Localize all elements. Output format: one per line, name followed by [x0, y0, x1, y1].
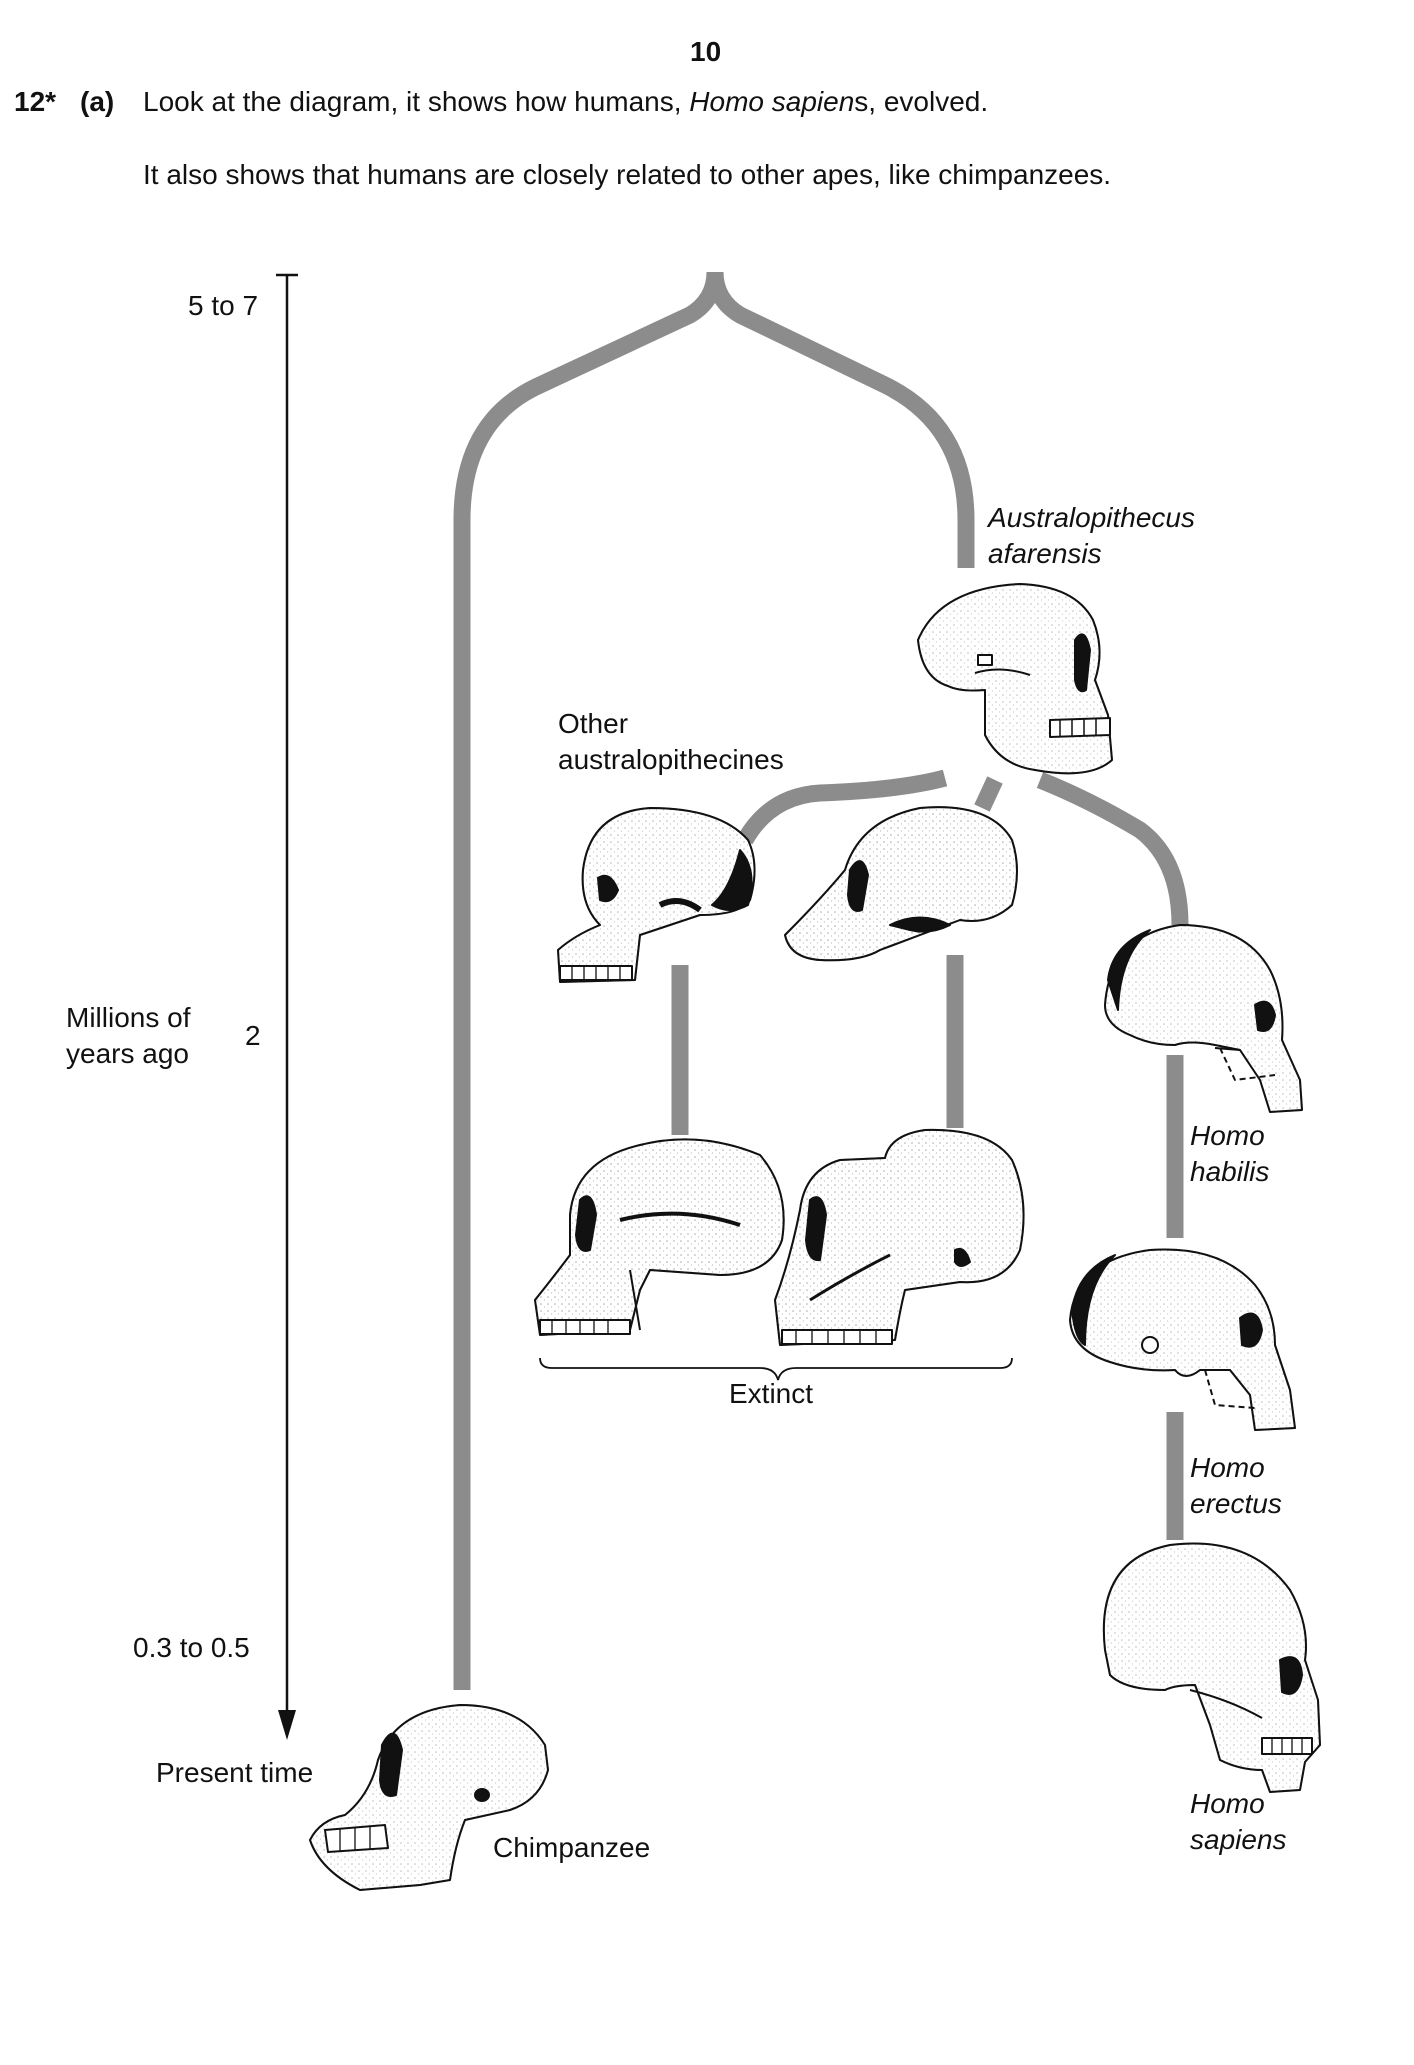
- homo-habilis-skull-icon: [1104, 924, 1303, 1113]
- timeline-axis-label: Millions of years ago: [66, 1000, 190, 1072]
- label-sapiens-line-2: sapiens: [1190, 1824, 1287, 1855]
- label-habilis-line-2: habilis: [1190, 1156, 1270, 1187]
- label-homo-erectus: Homo erectus: [1190, 1450, 1282, 1522]
- label-other-australopithecines: Other australopithecines: [558, 706, 784, 778]
- timeline-mid-label: 2: [245, 1020, 261, 1051]
- label-other-line-2: australopithecines: [558, 744, 784, 775]
- label-habilis-line-1: Homo: [1190, 1120, 1265, 1151]
- label-other-line-1: Other: [558, 708, 629, 739]
- label-australopithecus-line-2: afarensis: [988, 538, 1102, 569]
- question-line-1-end: s, evolved.: [854, 86, 989, 117]
- label-homo-habilis: Homo habilis: [1190, 1118, 1269, 1190]
- label-australopithecus-afarensis: Australopithecus afarensis: [988, 500, 1195, 572]
- question-line-1-species: Homo sapien: [689, 86, 855, 117]
- branch-to-other-1: [737, 769, 948, 845]
- timeline-axis-label-line-2: years ago: [66, 1038, 189, 1069]
- label-extinct: Extinct: [729, 1378, 814, 1409]
- timeline-axis-label-line-1: Millions of: [66, 1002, 191, 1033]
- extinct-bracket: [539, 1357, 1013, 1381]
- label-sapiens-line-1: Homo: [1190, 1788, 1265, 1819]
- question-number: 12*: [14, 86, 57, 117]
- question-line-1-start: Look at the diagram, it shows how humans…: [143, 86, 690, 117]
- page-number: 10: [690, 36, 722, 67]
- axis-arrow-icon: [278, 1710, 296, 1740]
- branch-to-habilis: [1036, 772, 1189, 926]
- timeline-end-label: Present time: [156, 1757, 314, 1788]
- label-erectus-line-2: erectus: [1190, 1488, 1282, 1519]
- question-line-1: Look at the diagram, it shows how humans…: [143, 84, 988, 120]
- robust-australopithecine-skull-icon: [534, 1138, 785, 1336]
- chimpanzee-skull-icon: [309, 1704, 549, 1891]
- timeline-bottom-label: 0.3 to 0.5: [133, 1632, 250, 1663]
- label-erectus-line-1: Homo: [1190, 1452, 1265, 1483]
- label-chimpanzee: Chimpanzee: [493, 1832, 651, 1863]
- question-line-2: It also shows that humans are closely re…: [143, 159, 1112, 190]
- boisei-skull-icon: [774, 1128, 1025, 1346]
- australopithecine-skull-2-icon: [784, 806, 1018, 962]
- question-part: (a): [80, 86, 115, 117]
- label-australopithecus-line-1: Australopithecus: [988, 502, 1196, 533]
- branches: [453, 271, 1189, 1690]
- time-axis: [276, 273, 298, 1740]
- chimp-branch: [453, 271, 724, 1690]
- afarensis-skull-icon: [917, 583, 1113, 775]
- branch-to-other-2: [974, 776, 1003, 812]
- human-branch: [706, 271, 975, 568]
- australopithecine-skull-1-icon: [557, 807, 756, 983]
- homo-sapiens-skull-icon: [1102, 1542, 1321, 1793]
- label-homo-sapiens: Homo sapiens: [1190, 1786, 1287, 1858]
- homo-erectus-skull-icon: [1069, 1248, 1296, 1431]
- timeline-top-label: 5 to 7: [188, 290, 259, 321]
